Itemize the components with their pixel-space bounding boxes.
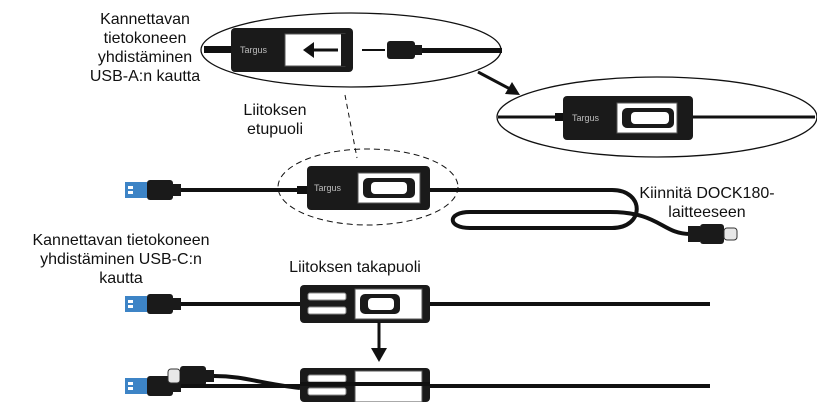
targus-adapter-back xyxy=(300,285,430,323)
usb-c-plug-icon xyxy=(688,224,738,244)
label-front-side: Liitoksen etupuoli xyxy=(225,101,325,139)
usb-a-plug-icon xyxy=(125,180,181,200)
label-line: etupuoli xyxy=(246,121,304,138)
cable-back-usb-c-connected xyxy=(125,366,710,402)
result-arrow-icon xyxy=(477,70,520,95)
label-line: yhdistäminen USB-C:n xyxy=(40,251,202,268)
usb-c-plug-icon xyxy=(167,366,214,386)
label-line: Kiinnitä DOCK180- xyxy=(639,185,775,202)
label-usb-c-connection: Kannettavan tietokoneen yhdistäminen USB… xyxy=(6,231,236,288)
callout-usb-a-insertion: Targus xyxy=(200,12,502,88)
targus-logo: Targus xyxy=(572,113,600,123)
targus-adapter-front: Targus xyxy=(307,166,430,210)
label-line: laitteeseen xyxy=(668,204,746,221)
down-arrow-icon xyxy=(371,322,387,362)
insert-arrow-icon xyxy=(303,42,338,58)
label-line: USB-A:n kautta xyxy=(89,68,201,85)
targus-logo: Targus xyxy=(314,183,342,193)
label-line: Liitoksen takapuoli xyxy=(289,259,421,276)
label-line: yhdistäminen xyxy=(97,49,193,66)
targus-logo: Targus xyxy=(240,45,268,55)
usb-a-plug-detached xyxy=(387,41,502,59)
label-attach-dock: Kiinnitä DOCK180- laitteeseen xyxy=(632,184,782,222)
label-line: tietokoneen xyxy=(103,30,187,47)
targus-adapter-back-connected xyxy=(300,368,430,402)
label-line: Liitoksen xyxy=(243,102,307,119)
label-back-side: Liitoksen takapuoli xyxy=(280,258,430,277)
label-line: Kannettavan tietokoneen xyxy=(32,232,210,249)
leader-line xyxy=(344,94,358,159)
label-usb-a-connection: Kannettavan tietokoneen yhdistäminen USB… xyxy=(50,10,240,86)
usb-a-plug-icon xyxy=(125,376,181,396)
targus-adapter-open: Targus xyxy=(231,28,353,72)
coiled-cable xyxy=(430,188,691,236)
front-highlight-ellipse xyxy=(277,148,459,226)
label-line: Kannettavan xyxy=(100,11,190,28)
label-line: kautta xyxy=(99,270,143,287)
main-cable-back xyxy=(125,285,710,323)
usb-a-plug-icon xyxy=(125,294,181,314)
callout-usb-a-connected: Targus xyxy=(496,76,817,158)
targus-adapter-connected: Targus xyxy=(563,96,693,140)
main-cable-front: Targus xyxy=(125,166,738,244)
